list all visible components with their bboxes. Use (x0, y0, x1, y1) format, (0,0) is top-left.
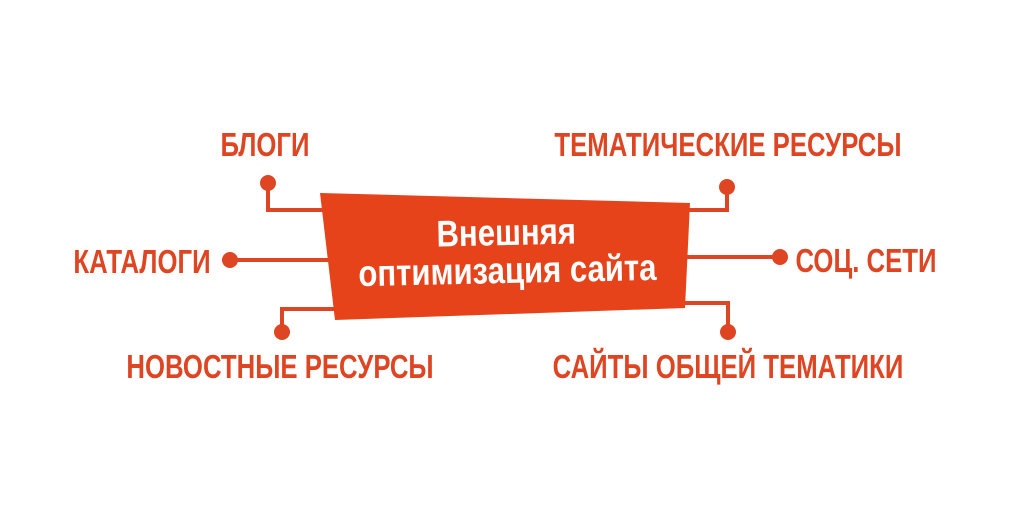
node-dot-social-networks (772, 249, 788, 265)
connector-general-topic-sites-line (680, 301, 730, 331)
center-banner-title-line2: оптимизация сайта (357, 246, 657, 295)
node-label-thematic-resources: ТЕМАТИЧЕСКИЕ РЕСУРСЫ (505, 128, 950, 161)
node-dot-news-resources (274, 324, 290, 340)
node-label-general-topic-sites: САЙТЫ ОБЩЕЙ ТЕМАТИКИ (503, 350, 953, 383)
connector-blogs-line (266, 183, 324, 212)
connector-news-resources-line (280, 307, 340, 331)
center-banner-title: Внешняя оптимизация сайта (329, 210, 686, 295)
node-dot-blogs (260, 175, 276, 191)
center-banner-title-row2: оптимизация сайта (330, 246, 686, 295)
node-label-news-resources: НОВОСТНЫЕ РЕСУРСЫ (83, 350, 477, 383)
center-banner-title-line1: Внешняя (436, 210, 577, 255)
node-label-thematic-resources-text: ТЕМАТИЧЕСКИЕ РЕСУРСЫ (554, 126, 902, 163)
center-banner-shape (320, 193, 690, 320)
node-dot-catalogs (222, 252, 238, 268)
node-label-blogs-text: БЛОГИ (220, 126, 310, 163)
node-dot-thematic-resources (719, 179, 735, 195)
node-label-catalogs: КАТАЛОГИ (54, 245, 230, 278)
node-label-social-networks-text: СОЦ. СЕТИ (795, 242, 937, 279)
node-label-news-resources-text: НОВОСТНЫЕ РЕСУРСЫ (126, 348, 434, 385)
node-label-general-topic-sites-text: САЙТЫ ОБЩЕЙ ТЕМАТИКИ (552, 348, 904, 385)
node-label-blogs: БЛОГИ (208, 128, 322, 161)
node-label-catalogs-text: КАТАЛОГИ (73, 243, 211, 280)
node-dot-general-topic-sites (720, 324, 736, 340)
node-label-social-networks: СОЦ. СЕТИ (776, 244, 957, 277)
